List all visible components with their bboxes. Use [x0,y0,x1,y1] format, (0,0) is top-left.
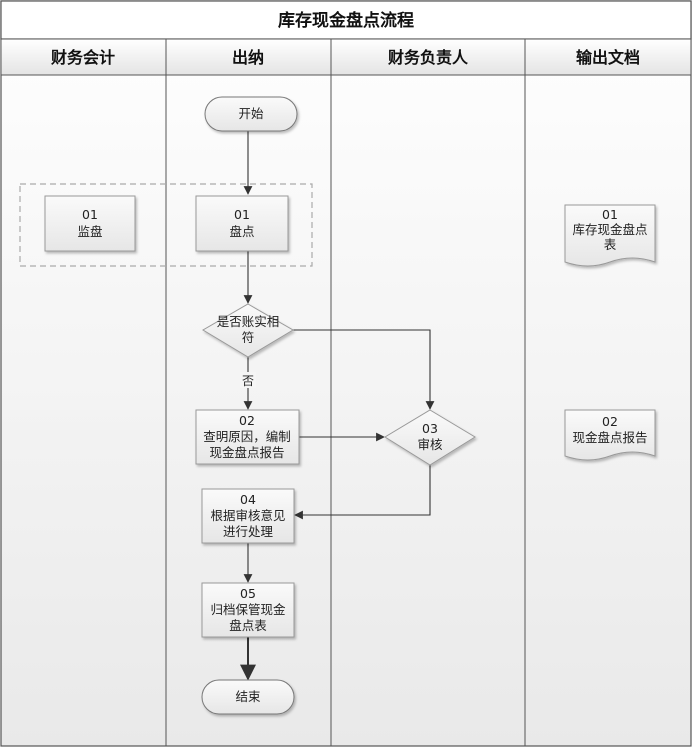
decision-label-line2: 符 [242,330,255,345]
archive-label-line1: 归档保管现金 [210,602,286,617]
edge-review-process [294,465,431,520]
investigate-node: 02 查明原因，编制 现金盘点报告 [195,409,300,465]
lane-headers: 财务会计 出纳 财务负责人 输出文档 [0,38,692,76]
chart-title: 库存现金盘点流程 [278,10,414,31]
lane-dividers [165,75,526,746]
monitor-label: 监盘 [77,224,102,239]
doc1-label-line2: 表 [604,237,617,252]
lane-header-finance-manager: 财务负责人 [387,48,469,67]
process-node: 04 根据审核意见 进行处理 [201,488,295,544]
archive-node: 05 归档保管现金 盘点表 [201,582,295,638]
decision-label-line1: 是否账实相 [217,314,280,329]
edge-label-no: 否 [242,374,254,388]
monitor-node: 01 监盘 [44,195,136,252]
count-node: 01 盘点 [195,195,289,252]
connectors [240,131,435,681]
investigate-label-line2: 现金盘点报告 [209,445,284,460]
review-label: 审核 [417,437,443,452]
count-label: 盘点 [229,224,254,239]
review-step-number: 03 [422,421,438,436]
monitor-count-group [19,183,313,267]
process-label-line2: 进行处理 [223,524,274,539]
start-label: 开始 [238,106,264,121]
lane-header-cashier: 出纳 [232,48,264,67]
doc2-label: 现金盘点报告 [572,430,647,445]
doc2-number: 02 [602,414,618,429]
lane-header-accountant: 财务会计 [50,48,115,67]
archive-step-number: 05 [240,586,256,601]
monitor-step-number: 01 [82,207,98,222]
start-node: 开始 [204,96,298,132]
process-label-line1: 根据审核意见 [210,508,285,523]
document-cash-count-report: 02 现金盘点报告 [564,409,656,461]
doc1-label-line1: 库存现金盘点 [572,222,647,237]
investigate-step-number: 02 [239,413,255,428]
edge-decision-review [292,329,435,410]
investigate-label-line1: 查明原因，编制 [203,429,291,444]
decision-node: 是否账实相 符 [202,303,294,358]
doc1-number: 01 [602,207,618,222]
lane-header-output-docs: 输出文档 [576,48,640,67]
process-step-number: 04 [240,492,256,507]
review-node: 03 审核 [384,409,476,466]
document-cash-count-sheet: 01 库存现金盘点 表 [564,204,656,267]
archive-label-line2: 盘点表 [229,618,267,633]
end-label: 结束 [235,689,261,704]
end-node: 结束 [201,679,295,715]
count-step-number: 01 [234,207,250,222]
